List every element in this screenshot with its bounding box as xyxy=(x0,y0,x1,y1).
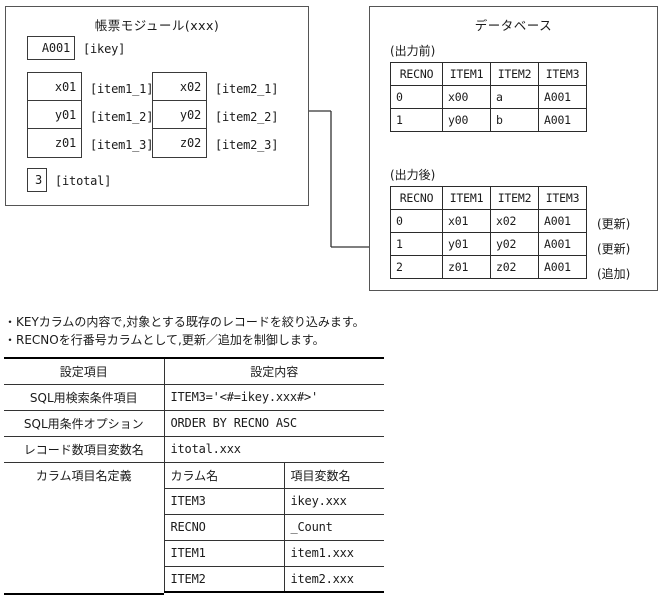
item2-2-value: y02 xyxy=(153,101,206,129)
bottom-rule-right xyxy=(284,592,384,594)
col-header-recno: RECNO xyxy=(390,186,443,210)
col-header-recno: RECNO xyxy=(390,62,443,86)
cell-recno: 0 xyxy=(390,209,443,233)
settings-label-sql-option: SQL用条件オプション xyxy=(4,409,165,437)
column-def-var: item1.xxx xyxy=(283,539,384,567)
column-def-var: item2.xxx xyxy=(283,565,384,593)
itotal-label: [itotal] xyxy=(55,174,112,188)
bottom-rule-left xyxy=(4,592,164,595)
col-header-item1: ITEM1 xyxy=(442,186,491,210)
cell-item2: z02 xyxy=(490,255,539,279)
cell-item1: x01 xyxy=(442,209,491,233)
col-header-item3: ITEM3 xyxy=(538,186,587,210)
item1-2-value: y01 xyxy=(28,101,81,129)
itotal-value-box: 3 xyxy=(27,168,47,192)
column-def-name: RECNO xyxy=(163,513,285,541)
settings-row: SQL用条件オプション ORDER BY RECNO ASC xyxy=(4,409,384,437)
column-def-name: ITEM2 xyxy=(163,565,285,593)
before-output-table: RECNO ITEM1 ITEM2 ITEM3 0 x00 a A001 1 y… xyxy=(390,62,587,132)
ikey-label: [ikey] xyxy=(83,42,126,56)
cell-item2: b xyxy=(490,108,539,132)
cell-item3: A001 xyxy=(538,255,587,279)
settings-label-column-def: カラム項目名定義 xyxy=(4,461,165,592)
note-line: ・KEYカラムの内容で,対象とする既存のレコードを絞り込みます。 xyxy=(4,315,365,329)
cell-item1: y00 xyxy=(442,108,491,132)
row-tag-update-0: (更新) xyxy=(597,217,631,231)
table-row: 2 z01 z02 A001 xyxy=(390,255,587,279)
cell-item3: A001 xyxy=(538,108,587,132)
column-def-name: ITEM3 xyxy=(163,487,285,515)
settings-value-sql-condition: ITEM3='<#=ikey.xxx#>' xyxy=(163,383,384,411)
settings-header-row: 設定項目 設定内容 xyxy=(4,357,384,385)
item1-1-value: x01 xyxy=(28,73,81,101)
cell-item1: y01 xyxy=(442,232,491,256)
cell-item2: x02 xyxy=(490,209,539,233)
module-title: 帳票モジュール(xxx) xyxy=(94,18,220,33)
col-header-item1: ITEM1 xyxy=(442,62,491,86)
item1-stack: x01 y01 z01 xyxy=(27,72,82,158)
table-row: 0 x00 a A001 xyxy=(390,85,587,109)
settings-row: SQL用検索条件項目 ITEM3='<#=ikey.xxx#>' xyxy=(4,383,384,411)
item2-3-value: z02 xyxy=(179,136,201,150)
item2-1-value: x02 xyxy=(153,73,206,101)
cell-recno: 1 xyxy=(390,108,443,132)
after-output-table: RECNO ITEM1 ITEM2 ITEM3 0 x01 x02 A001 1… xyxy=(390,186,587,279)
settings-label-sql-condition: SQL用検索条件項目 xyxy=(4,383,165,411)
item2-3-label: [item2_3] xyxy=(215,138,279,152)
cell-recno: 2 xyxy=(390,255,443,279)
column-def-var: ikey.xxx xyxy=(283,487,384,515)
bottom-rule-mid xyxy=(164,592,284,594)
col-header-item2: ITEM2 xyxy=(490,186,539,210)
col-header-item3: ITEM3 xyxy=(538,62,587,86)
before-output-caption: (出力前) xyxy=(390,44,436,58)
column-def-name: ITEM1 xyxy=(163,539,285,567)
item2-2-label: [item2_2] xyxy=(215,110,279,124)
column-def-row: ITEM1 item1.xxx xyxy=(4,539,384,567)
cell-item1: z01 xyxy=(442,255,491,279)
row-tag-insert-2: (追加) xyxy=(597,267,631,281)
column-def-var: _Count xyxy=(283,513,384,541)
table-header-row: RECNO ITEM1 ITEM2 ITEM3 xyxy=(390,186,587,210)
after-output-caption: (出力後) xyxy=(390,168,436,182)
item1-3-value: z01 xyxy=(54,136,76,150)
column-def-header-var: 項目変数名 xyxy=(283,461,384,489)
row-tag-update-1: (更新) xyxy=(597,242,631,256)
settings-table: 設定項目 設定内容 SQL用検索条件項目 ITEM3='<#=ikey.xxx#… xyxy=(4,357,384,595)
ikey-value-box: A001 xyxy=(27,36,75,60)
cell-item1: x00 xyxy=(442,85,491,109)
item1-3-label: [item1_3] xyxy=(90,138,154,152)
item1-1-label: [item1_1] xyxy=(90,82,154,96)
table-row: 1 y00 b A001 xyxy=(390,108,587,132)
cell-item3: A001 xyxy=(538,232,587,256)
column-def-row: RECNO _Count xyxy=(4,513,384,541)
notes-block: ・KEYカラムの内容で,対象とする既存のレコードを絞り込みます。 ・RECNOを… xyxy=(4,313,365,349)
column-def-header-row: カラム項目名定義 カラム名 項目変数名 xyxy=(4,461,384,592)
table-header-row: RECNO ITEM1 ITEM2 ITEM3 xyxy=(390,62,587,86)
item2-1-label: [item2_1] xyxy=(215,82,279,96)
col-header-item2: ITEM2 xyxy=(490,62,539,86)
cell-item2: y02 xyxy=(490,232,539,256)
cell-recno: 1 xyxy=(390,232,443,256)
table-row: 0 x01 x02 A001 xyxy=(390,209,587,233)
settings-header-content: 設定内容 xyxy=(163,357,384,385)
cell-item3: A001 xyxy=(538,209,587,233)
settings-bottom-rule-row xyxy=(4,592,384,595)
settings-value-record-count-var: itotal.xxx xyxy=(163,435,384,463)
table-row: 1 y01 y02 A001 xyxy=(390,232,587,256)
settings-label-record-count-var: レコード数項目変数名 xyxy=(4,435,165,463)
item1-2-label: [item1_2] xyxy=(90,110,154,124)
settings-value-sql-option: ORDER BY RECNO ASC xyxy=(163,409,384,437)
settings-row: レコード数項目変数名 itotal.xxx xyxy=(4,435,384,463)
note-line: ・RECNOを行番号カラムとして,更新／追加を制御します。 xyxy=(4,333,325,347)
cell-item3: A001 xyxy=(538,85,587,109)
settings-header-item: 設定項目 xyxy=(4,357,164,385)
cell-item2: a xyxy=(490,85,539,109)
database-title: データベース xyxy=(474,18,553,33)
column-def-header-name: カラム名 xyxy=(163,461,285,489)
item2-stack: x02 y02 z02 xyxy=(152,72,207,158)
cell-recno: 0 xyxy=(390,85,443,109)
